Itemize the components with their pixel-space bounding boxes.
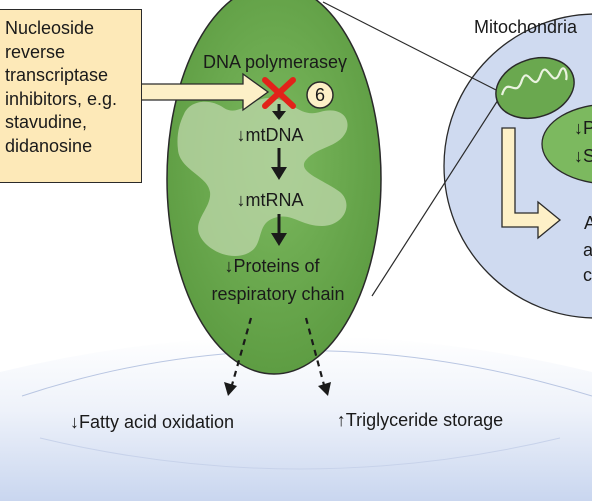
inhibitor-box: Nucleoside reverse transcriptase inhibit… bbox=[0, 9, 142, 183]
cell-lower-curve bbox=[39, 437, 561, 470]
inset-title: Mitochondria bbox=[474, 17, 578, 37]
inset-green-blob bbox=[541, 104, 592, 184]
inhibitor-line: reverse bbox=[5, 41, 66, 62]
inset-text-a: A bbox=[584, 213, 592, 233]
mtdna-label: ↓mtDNA bbox=[237, 125, 304, 145]
flow-arrow-3 bbox=[271, 214, 287, 246]
inhibition-x-icon bbox=[262, 77, 296, 109]
fatty-acid-label: ↓Fatty acid oxidation bbox=[70, 412, 234, 432]
step-number-circle bbox=[306, 81, 334, 109]
inhibitor-line: didanosine bbox=[5, 135, 93, 156]
flow-arrow-1 bbox=[272, 104, 286, 120]
enzyme-label: DNA polymeraseγ bbox=[203, 52, 347, 72]
inhibitor-arrow bbox=[140, 72, 270, 112]
inset-label-2: ↓S bbox=[574, 146, 592, 166]
dashed-arrow-right bbox=[304, 317, 331, 396]
inhibitor-line: transcriptase bbox=[5, 65, 109, 85]
inset-label-1: ↓P bbox=[574, 118, 592, 138]
inhibitor-line: stavudine, bbox=[5, 112, 88, 132]
mtrna-label: ↓mtRNA bbox=[237, 190, 304, 210]
inset-text-b: a bbox=[583, 240, 592, 260]
connector-line-top bbox=[322, 1, 501, 93]
mitochondrion-cristae bbox=[177, 97, 348, 257]
dashed-arrow-left bbox=[224, 317, 253, 396]
connector-line-bottom bbox=[371, 99, 499, 297]
inhibitor-line: Nucleoside bbox=[5, 18, 95, 38]
inset-yellow-arrow bbox=[501, 127, 562, 240]
proteins-label-line2: respiratory chain bbox=[211, 284, 344, 304]
proteins-label-line1: ↓Proteins of bbox=[224, 256, 320, 276]
inhibitor-line: inhibitors, e.g. bbox=[5, 88, 118, 109]
triglyceride-label: ↑Triglyceride storage bbox=[337, 410, 503, 430]
flow-arrow-2 bbox=[271, 148, 287, 180]
small-mitochondrion-icon bbox=[495, 57, 575, 119]
step-number: 6 bbox=[315, 85, 325, 105]
inset-text-c: c bbox=[583, 265, 592, 285]
